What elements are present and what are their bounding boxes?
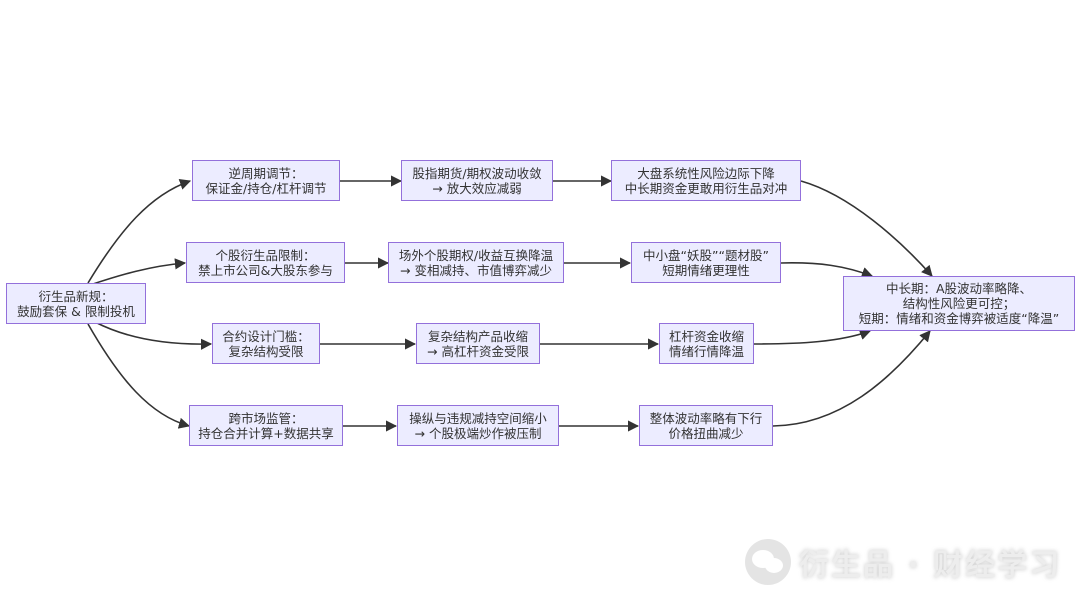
edge-root-c1: [94, 321, 213, 350]
node-cross-market-line-1: 跨市场监管：: [228, 410, 304, 426]
node-contract-threshold-line-1: 合约设计门槛：: [222, 328, 310, 344]
node-leverage-shrink: 杠杆资金收缩 情绪行情降温: [659, 323, 754, 364]
edge-root-b1: [89, 258, 187, 286]
node-volatility-down-line-1: 整体波动率略有下行: [649, 410, 763, 426]
root-line-2: 鼓励套保 & 限制投机: [17, 303, 135, 319]
final-line-3: 短期：情绪和资金博弈被适度“降温”: [858, 311, 1060, 326]
node-complex-product: 复杂结构产品收缩 → 高杠杆资金受限: [416, 323, 540, 364]
watermark: 衍生品 · 财经学习: [745, 536, 1065, 588]
edge-d3-final: [772, 330, 931, 427]
node-small-cap-line-1: 中小盘“妖股”“题材股”: [643, 247, 769, 263]
root-node: 衍生品新规： 鼓励套保 & 限制投机: [6, 283, 146, 324]
node-countercyclical: 逆周期调节： 保证金/持仓/杠杆调节: [192, 160, 340, 201]
node-complex-product-line-1: 复杂结构产品收缩: [427, 328, 528, 344]
node-systemic-risk: 大盘系统性风险边际下降 中长期资金更敢用衍生品对冲: [611, 160, 801, 201]
node-manipulation-line-2: → 个股极端炒作被压制: [414, 425, 542, 441]
edge-root-a1: [87, 179, 192, 284]
node-otc-option-line-1: 场外个股期权/收益互换降温: [398, 247, 554, 263]
node-volatility-down: 整体波动率略有下行 价格扭曲减少: [639, 405, 773, 446]
final-line-2: 结构性风险更可控；: [902, 296, 1016, 311]
node-leverage-shrink-line-2: 情绪行情降温: [668, 343, 744, 359]
node-index-volatility-line-2: → 放大效应减弱: [432, 180, 522, 196]
node-manipulation-line-1: 操纵与违规减持空间缩小: [409, 410, 547, 426]
node-contract-threshold: 合约设计门槛： 复杂结构受限: [212, 323, 320, 364]
edge-a3-final: [800, 180, 933, 277]
node-stock-derivative-limit-line-2: 禁上市公司&大股东参与: [198, 262, 333, 278]
node-stock-derivative-limit-line-1: 个股衍生品限制：: [215, 247, 316, 263]
node-cross-market-line-2: 持仓合并计算+数据共享: [198, 425, 334, 441]
node-otc-option-line-2: → 变相减持、市值博弈减少: [400, 262, 552, 278]
edge-c3-final: [753, 329, 872, 345]
node-volatility-down-line-2: 价格扭曲减少: [668, 425, 744, 441]
edge-b3-final: [780, 262, 874, 278]
node-small-cap: 中小盘“妖股”“题材股” 短期情绪更理性: [631, 242, 781, 283]
wechat-icon: [745, 539, 791, 585]
node-systemic-risk-line-2: 中长期资金更敢用衍生品对冲: [624, 180, 788, 196]
final-line-1: 中长期：A股波动率略降、: [885, 281, 1033, 296]
node-manipulation: 操纵与违规减持空间缩小 → 个股极端炒作被压制: [397, 405, 559, 446]
root-line-1: 衍生品新规：: [38, 288, 114, 304]
node-stock-derivative-limit: 个股衍生品限制： 禁上市公司&大股东参与: [186, 242, 345, 283]
node-otc-option: 场外个股期权/收益互换降温 → 变相减持、市值博弈减少: [388, 242, 564, 283]
node-cross-market: 跨市场监管： 持仓合并计算+数据共享: [189, 405, 343, 446]
node-systemic-risk-line-1: 大盘系统性风险边际下降: [637, 165, 775, 181]
node-complex-product-line-2: → 高杠杆资金受限: [427, 343, 529, 359]
node-countercyclical-line-2: 保证金/持仓/杠杆调节: [205, 180, 327, 196]
node-leverage-shrink-line-1: 杠杆资金收缩: [668, 328, 744, 344]
node-contract-threshold-line-2: 复杂结构受限: [228, 343, 304, 359]
final-node: 中长期：A股波动率略降、 结构性风险更可控； 短期：情绪和资金博弈被适度“降温”: [843, 276, 1075, 331]
node-index-volatility: 股指期货/期权波动收敛 → 放大效应减弱: [401, 160, 553, 201]
node-index-volatility-line-1: 股指期货/期权波动收敛: [412, 165, 542, 181]
node-countercyclical-line-1: 逆周期调节：: [228, 165, 304, 181]
watermark-text: 衍生品 · 财经学习: [799, 548, 1062, 583]
edge-root-d1: [87, 323, 191, 429]
node-small-cap-line-2: 短期情绪更理性: [662, 262, 750, 278]
